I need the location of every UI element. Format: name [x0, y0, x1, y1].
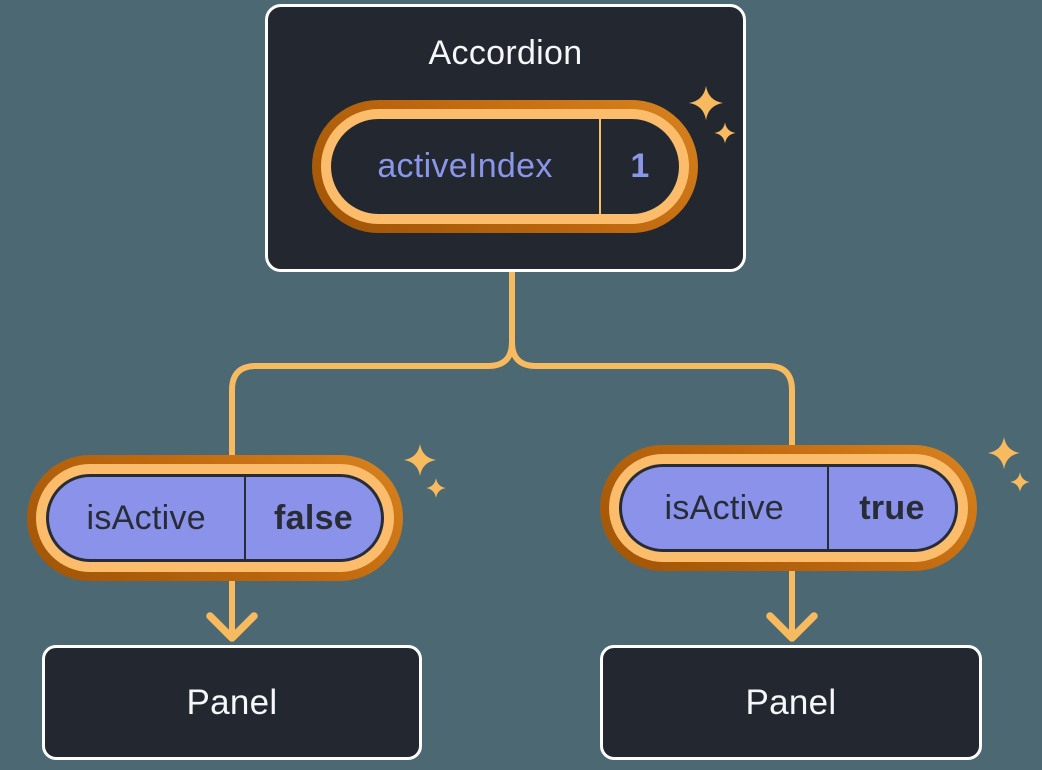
accordion-title: Accordion — [428, 34, 583, 72]
sparkles-icon — [988, 437, 1030, 492]
prop-pill-label: isActive — [664, 488, 785, 527]
panel-box-right: Panel — [600, 645, 982, 760]
prop-pill-is-active-false: isActive false — [27, 455, 403, 581]
prop-pill-core: isActive true — [619, 464, 958, 552]
prop-pill-value: true — [859, 488, 925, 527]
prop-pill-label: isActive — [86, 498, 207, 537]
panel-box-left: Panel — [42, 645, 422, 760]
arrow-down-icon — [206, 612, 258, 642]
panel-label: Panel — [186, 682, 278, 722]
prop-pill-core: isActive false — [46, 474, 384, 562]
prop-pill-ring: isActive true — [609, 454, 968, 562]
state-pill-value: 1 — [630, 147, 650, 185]
state-pill-active-index: activeIndex 1 — [312, 100, 698, 233]
state-pill-core: activeIndex 1 — [331, 119, 679, 214]
prop-pill-is-active-true: isActive true — [600, 445, 977, 571]
prop-pill-ring: isActive false — [36, 464, 394, 572]
state-pill-divider — [599, 119, 601, 214]
panel-label: Panel — [745, 682, 837, 722]
sparkles-icon — [404, 444, 446, 498]
prop-pill-divider — [826, 467, 829, 549]
state-pill-label: activeIndex — [377, 147, 553, 185]
arrow-down-icon — [766, 612, 818, 642]
state-pill-ring: activeIndex 1 — [321, 109, 689, 224]
prop-pill-value: false — [274, 498, 353, 537]
